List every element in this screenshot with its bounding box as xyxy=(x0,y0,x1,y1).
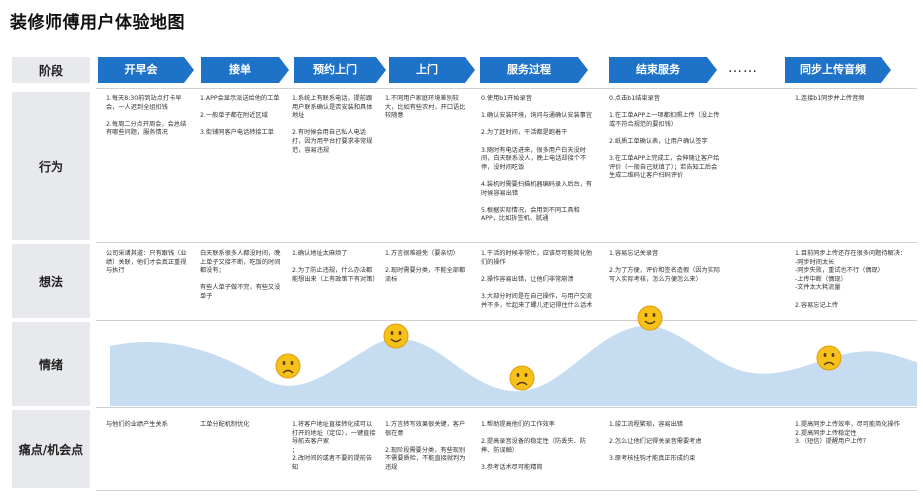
stage-arrow-shape xyxy=(480,57,588,83)
stage-arrow-shape xyxy=(609,57,717,83)
stage-arrow: 结束服务 xyxy=(609,57,717,83)
stage-arrow-shape xyxy=(98,57,194,83)
stage-arrow-shape xyxy=(389,57,475,83)
stage-label: 上门 xyxy=(416,63,438,76)
smiley-face-icon xyxy=(383,323,409,349)
thought-cell: 1.确认地址太麻烦了 2.为了防止违规，什么办法都能想出来（上有政策下有对策） xyxy=(292,250,379,283)
stage-label: 服务过程 xyxy=(507,63,551,76)
stage-arrow-shape xyxy=(785,57,891,83)
row-label-emotion: 情绪 xyxy=(12,322,90,406)
thought-cell: 1.目前同步上传还存在很多问题待解决： -同步时间太长 -同步失败，重试也不行（… xyxy=(795,250,907,309)
pain-point-cell: 1.方言转写效果很关键，客户很在意 2.现阶段需要分类，有些现别不需要质检，不能… xyxy=(385,421,466,471)
pain-point-cell: 1.提高同步上传效率，尽可能简化操作 2.提高同步上传稳定性 3.（短信）提醒用… xyxy=(795,421,900,446)
thought-cell: 1.干活的时候非常忙，应该尽可能简化他们的操作 2.操作容易出错，让他们非常崩溃… xyxy=(481,250,593,309)
smiley-face-icon xyxy=(637,305,663,331)
stage-arrow: 接单 xyxy=(201,57,289,83)
emotion-curve xyxy=(110,325,917,406)
row-label-stage: 阶段 xyxy=(12,57,90,83)
row-divider xyxy=(96,242,917,243)
stage-label: 预约上门 xyxy=(313,63,357,76)
row-label-behavior: 行为 xyxy=(12,92,90,240)
stage-arrow: 服务过程 xyxy=(480,57,588,83)
frowning-face-icon xyxy=(275,353,301,379)
row-label-pain-points: 痛点/机会点 xyxy=(12,410,90,488)
stage-label: 开早会 xyxy=(124,63,158,76)
pain-point-cell: 1.竣工流程繁琐，容易出错 2.怎么让他们记得关录音需要考虑 3.原考核挂钩才能… xyxy=(609,421,702,463)
row-divider xyxy=(96,407,917,408)
stage-arrow-shape xyxy=(294,57,386,83)
stage-label: 同步上传音频 xyxy=(800,63,866,76)
behavior-cell: 1.不同用户家庭环境差别较大，比如有些农村，开口语比较随意 xyxy=(385,95,466,120)
stage-arrow: 上门 xyxy=(389,57,475,83)
page-title: 装修师傅用户体验地图 xyxy=(10,13,185,33)
pain-point-cell: 1.将客户地址直接转化成可以打开的地址（定位），一键直接导航去客户家 ； 2.改… xyxy=(292,421,376,471)
stage-arrow-shape xyxy=(201,57,289,83)
row-divider xyxy=(96,490,917,491)
behavior-cell: 1.连接b1同步并上传音频 xyxy=(795,95,865,102)
row-divider xyxy=(96,320,917,321)
thought-cell: 白天联系很多人都没时间，晚上单子又接不断，吃饭的时间都没有； 有些人单子做不完，… xyxy=(200,250,281,300)
stage-ellipsis: …… xyxy=(728,60,758,76)
pain-point-cell: 工单分配机制优化 xyxy=(200,421,250,428)
stage-arrow: 同步上传音频 xyxy=(785,57,891,83)
stage-arrow: 开早会 xyxy=(98,57,194,83)
stage-arrow: 预约上门 xyxy=(294,57,386,83)
behavior-cell: 1.APP会显示派送给他的工单 2.一般单子都在附近区域 3.街铺同客户电话转接… xyxy=(200,95,280,137)
thought-cell: 1.方言很难避免（要亲切） 2.现时需要分类，不能全部都流标 xyxy=(385,250,466,283)
row-divider xyxy=(96,88,917,89)
behavior-cell: 0.使用b1开始录音 1.确认安装环境，询问与通确认安装事宜 2.为了赶时间，干… xyxy=(481,95,593,223)
stage-label: 接单 xyxy=(229,63,251,76)
behavior-cell: 1.系统上有联系电话，提前跟用户联系确认是否安装和具体地址 2.有时候会用自己私… xyxy=(292,95,373,154)
emotion-curve-area xyxy=(110,325,917,406)
row-label-thoughts: 想法 xyxy=(12,244,90,318)
behavior-cell: 0.点击b1结束录音 1.在工单APP上一项都扣照上传（没上传或不符合规范的要扣… xyxy=(609,95,720,180)
behavior-cell: 1.每天8:30前到站点打卡早会，一人迟到全组扣钱 2.每周二分点开周会，会总结… xyxy=(106,95,187,137)
frowning-face-icon xyxy=(509,365,535,391)
stage-label: 结束服务 xyxy=(636,63,680,76)
pain-point-cell: 与他们的业绩产生关系 xyxy=(106,421,168,428)
pain-point-cell: 1.帮助提高他们的工作效率 2.提高录音设备的稳定性（防丢失、防摔、防误触） 3… xyxy=(481,421,586,471)
frowning-face-icon xyxy=(816,345,842,371)
thought-cell: 1.容易忘记关录音 2.为了方便，评价和签名造假（因为实际写入实际考核，怎么方便… xyxy=(609,250,721,283)
thought-cell: 公司采诸其道：只有跟钱（业绩）关联，他们才会真正重视与执行 xyxy=(106,250,187,275)
